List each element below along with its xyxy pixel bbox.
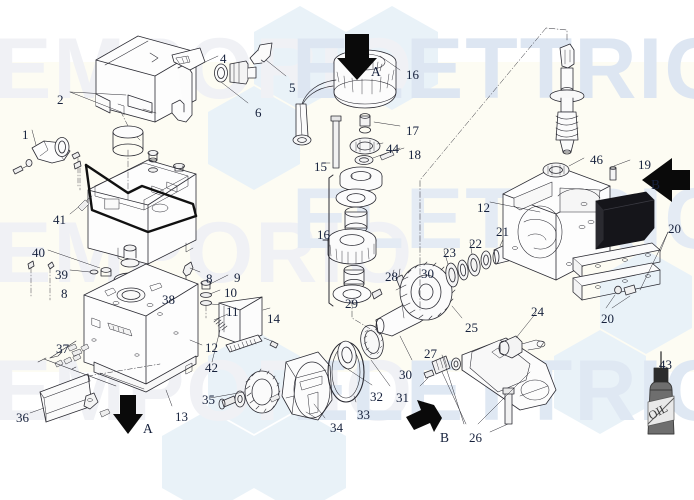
callout-number-36-38: 36 <box>16 410 29 425</box>
callout-number-21-22: 21 <box>496 224 509 239</box>
part-19-dowel-pin <box>609 159 631 181</box>
callout-number-43-45: 43 <box>659 357 672 372</box>
part-34-drum <box>269 351 333 421</box>
callout-number-20-21: 20 <box>601 311 614 326</box>
part-top-cover <box>69 35 197 141</box>
worm-screw-assembly <box>419 27 585 311</box>
callout-number-15-14: 15 <box>314 159 327 174</box>
arrow-b-right <box>642 158 690 202</box>
part-13-gearbox-housing <box>83 263 203 407</box>
part-36-side-plate <box>29 357 161 423</box>
part-4-wedge <box>171 47 219 71</box>
part-41-reservoir <box>54 125 198 265</box>
part-27-arm <box>419 312 557 433</box>
callout-number-46-47: 46 <box>590 152 603 167</box>
callout-number-24-25: 24 <box>531 304 544 319</box>
callout-number-12-11: 12 <box>477 200 490 215</box>
part-37-screw-cluster <box>49 340 90 368</box>
section-arrow-a-top-label: A <box>371 64 381 79</box>
callout-number-13-12: 13 <box>175 409 188 424</box>
part-32-bearing <box>337 340 373 386</box>
callout-number-27-28: 27 <box>424 346 437 361</box>
callout-number-6-4: 6 <box>255 105 262 120</box>
section-arrow-a-bottom-label: A <box>143 421 153 436</box>
callout-number-18-18: 18 <box>408 147 421 162</box>
arrow-b-bottom <box>406 400 442 432</box>
part-5-handle <box>249 42 287 77</box>
callout-number-40-42: 40 <box>32 245 45 260</box>
callout-number-26-27: 26 <box>469 430 482 445</box>
part-35-pinion <box>209 368 281 414</box>
callout-number-44-46: 44 <box>386 141 399 156</box>
callout-number-30-32: 30 <box>399 367 412 382</box>
part-31-roller-bearing <box>360 324 391 387</box>
hexagon-watermark <box>162 6 692 500</box>
section-arrows <box>113 34 690 434</box>
rubber-block <box>595 191 655 250</box>
part-12-upper-housing <box>489 165 611 281</box>
callout-number-23-24: 23 <box>443 245 456 260</box>
callout-number-10-8: 10 <box>224 285 237 300</box>
callout-number-29-30: 29 <box>345 296 358 311</box>
part-6-oring-fitting <box>214 60 257 104</box>
section-arrow-b-right-label: B <box>651 177 661 192</box>
callout-number-12-10: 12 <box>205 340 218 355</box>
callout-number-35-37: 35 <box>202 392 215 407</box>
gear-35 <box>244 368 281 414</box>
arrow-a-bottom <box>113 395 143 434</box>
callout-number-19-19: 19 <box>638 157 651 172</box>
callout-number-8-6: 8 <box>206 271 213 286</box>
callout-number-5-3: 5 <box>289 80 296 95</box>
callout-number-28-29: 28 <box>385 269 398 284</box>
callout-number-1-0: 1 <box>22 127 29 142</box>
callout-number-39-41: 39 <box>55 267 68 282</box>
callout-number-25-26: 25 <box>465 320 478 335</box>
section-arrow-b-bottom-label: B <box>440 430 450 445</box>
callout-number-16-15: 16 <box>406 67 419 82</box>
callout-number-33-35: 33 <box>357 407 370 422</box>
part-20-mounting-rails <box>572 231 669 309</box>
callout-number-22-23: 22 <box>469 236 482 251</box>
callout-number-34-36: 34 <box>330 420 343 435</box>
worm-thread <box>555 111 579 141</box>
motor-shaft-stack <box>322 113 405 331</box>
callout-number-16-16: 16 <box>317 227 330 242</box>
part-15-long-bolt <box>323 115 342 169</box>
callout-number-11-9: 11 <box>226 304 239 319</box>
arrow-a-top <box>337 34 377 80</box>
callout-number-41-43: 41 <box>53 212 66 227</box>
callout-number-2-1: 2 <box>57 92 64 107</box>
part-43-oil-bottle: OIL <box>646 351 675 435</box>
callout-number-17-17: 17 <box>406 123 419 138</box>
callout-number-14-13: 14 <box>267 311 280 326</box>
callout-number-37-39: 37 <box>56 341 69 356</box>
callout-number-4-2: 4 <box>220 51 227 66</box>
callout-number-32-34: 32 <box>370 389 383 404</box>
part-14-cover-plate <box>211 296 279 363</box>
callout-number-8-5: 8 <box>61 286 68 301</box>
callout-number-20-20: 20 <box>668 221 681 236</box>
callout-number-31-33: 31 <box>396 390 409 405</box>
callout-number-30-31: 30 <box>421 266 434 281</box>
callout-number-38-40: 38 <box>162 292 175 307</box>
callout-number-42-44: 42 <box>205 360 218 375</box>
callout-number-9-7: 9 <box>234 270 241 285</box>
